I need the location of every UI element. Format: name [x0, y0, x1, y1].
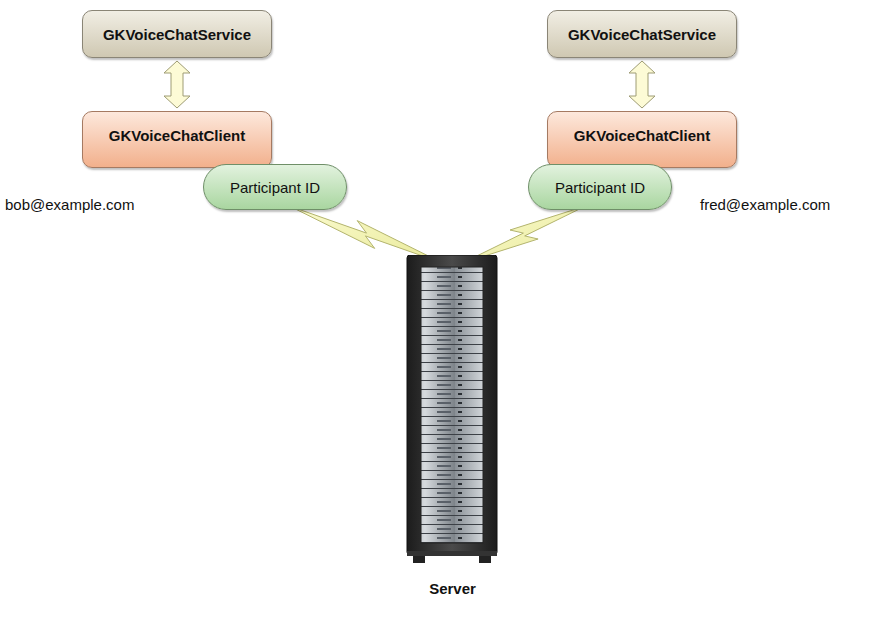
participant-pill: Participant ID — [528, 164, 672, 210]
node-text: GKVoiceChatService — [103, 26, 251, 43]
double-arrow — [164, 61, 190, 108]
client-box: GKVoiceChatClient — [82, 111, 272, 168]
server-illustration — [395, 255, 510, 575]
service-box: GKVoiceChatService — [547, 10, 737, 58]
node-text: Participant ID — [555, 179, 645, 196]
lightning-link — [289, 206, 442, 263]
node-text: Participant ID — [230, 179, 320, 196]
server-node: Server — [395, 255, 510, 605]
client-box: GKVoiceChatClient — [547, 111, 737, 168]
node-text: GKVoiceChatService — [568, 26, 716, 43]
node-text: GKVoiceChatClient — [574, 127, 710, 144]
double-arrow — [629, 61, 655, 108]
server-label: Server — [429, 580, 476, 597]
service-box: GKVoiceChatService — [82, 10, 272, 58]
node-text: GKVoiceChatClient — [109, 127, 245, 144]
participant-address: fred@example.com — [700, 196, 830, 213]
participant-address: bob@example.com — [5, 196, 134, 213]
participant-pill: Participant ID — [203, 164, 347, 210]
lightning-link — [463, 206, 586, 263]
